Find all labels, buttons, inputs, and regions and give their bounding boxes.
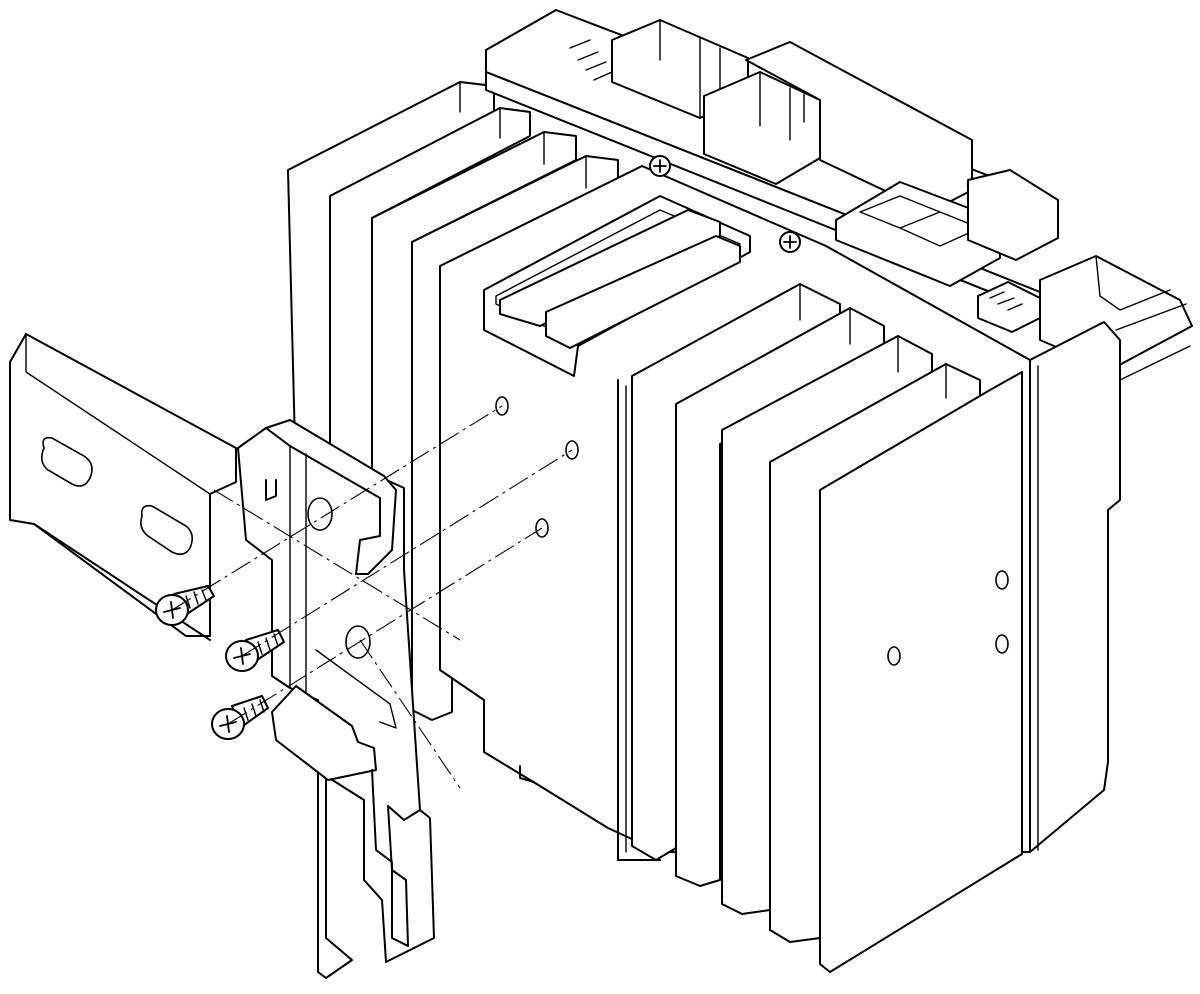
screw-3: [211, 695, 269, 740]
heatsink-right-fins: [631, 283, 1023, 973]
mounting-bracket: [237, 419, 435, 979]
screws: [155, 585, 285, 740]
top-terminal-block: [485, 9, 1193, 381]
alignment-lines: [171, 405, 573, 789]
din-rail: [9, 333, 237, 641]
